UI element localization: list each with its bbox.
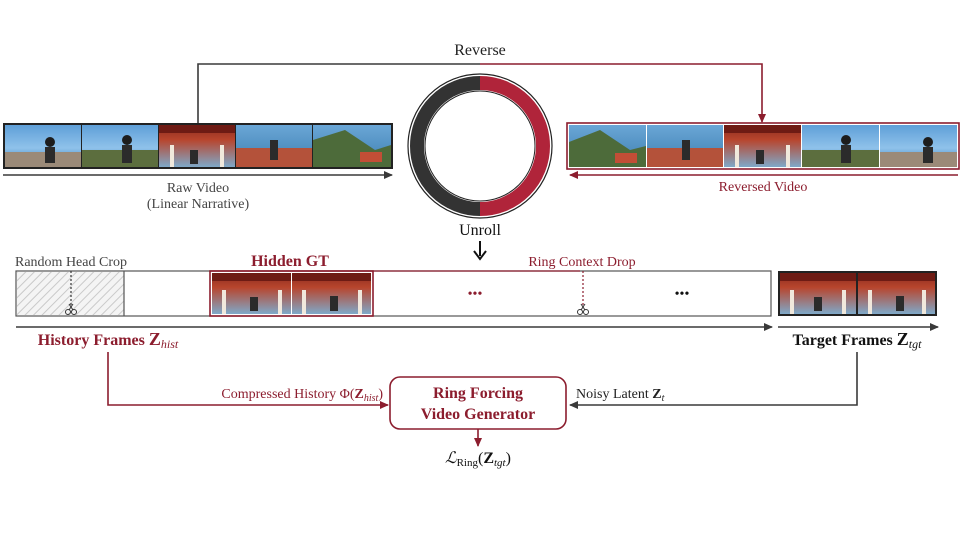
raw-frame-4 — [236, 125, 312, 167]
raw-frame-5 — [313, 125, 391, 167]
target-frames-label: Target Frames Ztgt — [793, 329, 923, 351]
rev-frame-5 — [880, 125, 957, 167]
hidden-gt-label: Hidden GT — [251, 253, 329, 270]
ellipsis-dark: ••• — [675, 287, 690, 302]
loss-label: ℒRing(Ztgt) — [445, 450, 511, 469]
raw-frame-1 — [5, 125, 81, 167]
ring-context-drop-label: Ring Context Drop — [528, 255, 635, 270]
hidden-frame-2 — [292, 273, 371, 314]
down-arrow-icon — [473, 241, 487, 261]
ring-forcing-generator: Ring Forcing Video Generator — [389, 376, 567, 430]
hidden-frame-1 — [212, 273, 291, 314]
reverse-arrow — [197, 63, 766, 123]
raw-video-label: Raw Video — [167, 181, 229, 196]
noisy-latent-label: Noisy Latent Zt — [576, 387, 665, 404]
generator-title: Ring Forcing — [433, 385, 523, 402]
rev-frame-2 — [647, 125, 723, 167]
random-head-crop-label: Random Head Crop — [15, 255, 127, 270]
compressed-history-label: Compressed History Φ(Zhist) — [221, 387, 383, 404]
scissors-icon — [577, 271, 589, 315]
target-frames-box — [778, 271, 937, 316]
history-to-generator-arrow — [107, 352, 389, 409]
raw-video-sublabel: (Linear Narrative) — [147, 197, 250, 212]
raw-frame-2 — [82, 125, 158, 167]
reversed-video-label: Reversed Video — [719, 180, 808, 195]
generator-subtitle: Video Generator — [421, 406, 535, 423]
raw-frame-3 — [159, 125, 235, 167]
rev-frame-1 — [569, 125, 646, 167]
reversed-video-strip — [566, 122, 960, 170]
raw-video-strip — [3, 123, 393, 169]
ellipsis-red: ••• — [468, 287, 483, 302]
rev-frame-3 — [724, 125, 801, 167]
target-frame-2 — [858, 273, 935, 314]
reverse-label: Reverse — [454, 42, 506, 59]
unroll-label: Unroll — [459, 222, 501, 239]
target-to-generator-arrow — [569, 352, 858, 409]
scissors-icon — [65, 271, 77, 315]
target-frame-1 — [780, 273, 856, 314]
history-frames-label: History Frames Zhist — [38, 329, 179, 351]
rev-frame-4 — [802, 125, 879, 167]
ring-icon — [407, 73, 553, 219]
history-sequence: ••• ••• — [15, 270, 772, 317]
